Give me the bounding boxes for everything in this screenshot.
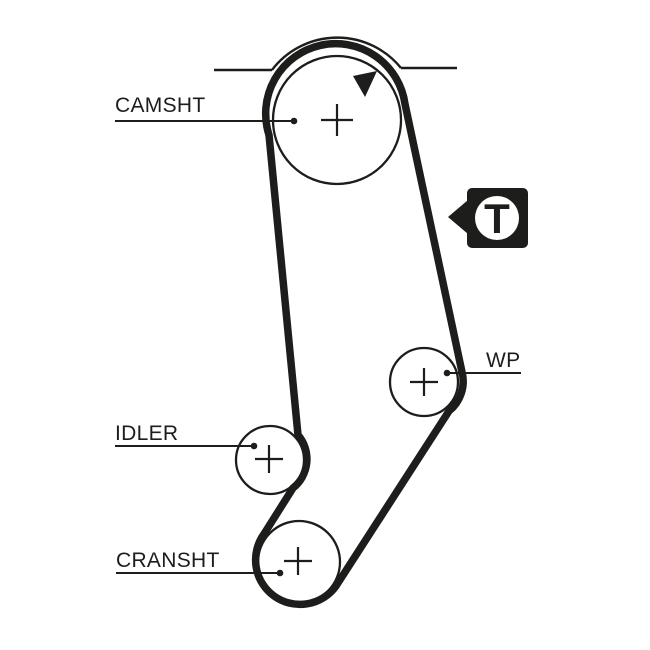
water-pump-label: WP bbox=[486, 349, 520, 372]
tensioner-label: T bbox=[484, 195, 510, 242]
idler-pulley-circle bbox=[234, 424, 306, 496]
crankshaft-label: CRANSHT bbox=[116, 549, 220, 572]
crankshaft-pulley-circle bbox=[256, 519, 342, 605]
tensioner-circle bbox=[475, 196, 519, 240]
belt-cover-arc bbox=[271, 36, 402, 71]
camshaft-label: CAMSHT bbox=[115, 94, 205, 117]
idler-leader-dot bbox=[250, 442, 258, 450]
crankshaft-leader-dot bbox=[276, 569, 284, 577]
water-pump-pulley-circle bbox=[388, 346, 460, 418]
crankshaft-pulley bbox=[256, 519, 342, 605]
camshaft-callout: CAMSHT bbox=[115, 94, 298, 125]
idler-label: IDLER bbox=[115, 422, 178, 445]
rotation-arrow-icon bbox=[353, 71, 377, 97]
crankshaft-callout: CRANSHT bbox=[116, 549, 284, 577]
timing-belt bbox=[251, 39, 467, 609]
idler-callout: IDLER bbox=[115, 422, 258, 450]
camshaft-crosshair-icon bbox=[321, 104, 353, 136]
idler-pulley bbox=[234, 424, 306, 496]
crankshaft-crosshair-icon bbox=[284, 547, 312, 575]
water-pump-crosshair-icon bbox=[410, 368, 438, 396]
water-pump-pulley bbox=[388, 346, 460, 418]
tensioner-pointer-icon bbox=[448, 200, 468, 234]
water-pump-leader-dot bbox=[443, 369, 451, 377]
water-pump-callout: WP bbox=[443, 349, 521, 377]
camshaft-leader-dot bbox=[290, 117, 298, 125]
idler-crosshair-icon bbox=[255, 445, 283, 473]
tensioner-marker: T bbox=[448, 188, 528, 248]
